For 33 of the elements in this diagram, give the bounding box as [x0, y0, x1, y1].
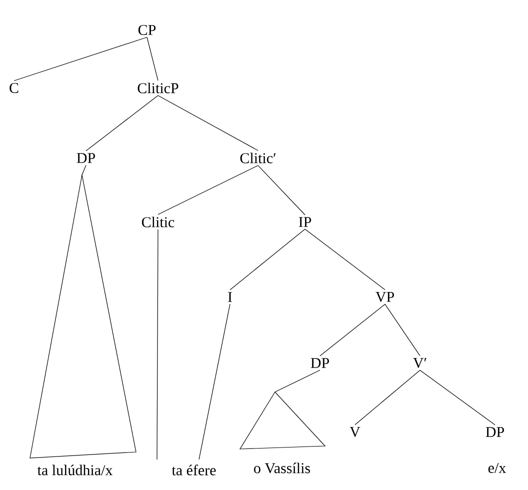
category-label: DP	[310, 358, 329, 368]
branch-line	[146, 36, 158, 81]
category-label: Clitic′	[240, 152, 276, 164]
branch-line	[86, 95, 158, 152]
branch-line	[420, 370, 496, 426]
category-label: CliticP	[138, 82, 178, 94]
leaf-label: e/x	[488, 462, 506, 473]
branch-line	[384, 304, 420, 356]
category-label: DP	[76, 153, 95, 163]
branch-line	[320, 304, 386, 356]
category-label: C	[10, 82, 18, 94]
category-label: V′	[413, 358, 426, 368]
branch-line	[258, 165, 306, 216]
category-label: CP	[138, 24, 156, 36]
branch-line	[82, 164, 86, 176]
category-label: I	[228, 292, 232, 302]
branch-line	[158, 165, 258, 215]
branch-line	[158, 95, 258, 151]
branch-line	[230, 228, 306, 290]
category-label: Clitic	[142, 216, 174, 228]
leaf-label: o Vassílis	[254, 462, 310, 474]
category-label: DP	[486, 427, 504, 437]
branch-line	[274, 370, 320, 392]
category-label: VP	[376, 292, 394, 302]
leaf-label: ta lulúdhia/x	[37, 464, 113, 476]
branch-line	[304, 228, 386, 290]
category-label: IP	[298, 217, 312, 227]
category-label: ta éfere	[172, 464, 216, 476]
category-label: V	[350, 426, 360, 437]
branch-line	[198, 304, 230, 460]
branch-line	[354, 370, 420, 426]
branch-line	[156, 229, 158, 460]
branch-line	[14, 36, 148, 82]
